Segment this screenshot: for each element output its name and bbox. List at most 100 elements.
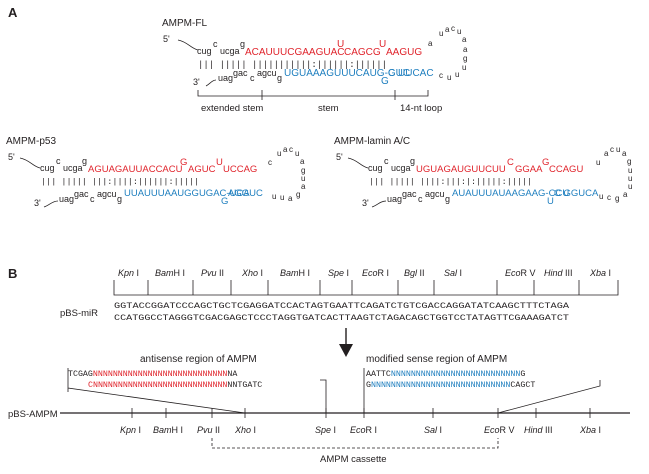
loop-base: a	[463, 45, 468, 54]
loop-base: a	[445, 25, 450, 34]
ampm-lamin-bot-g: g	[445, 194, 450, 204]
loop-base: g	[615, 194, 619, 203]
loop-base: c	[610, 145, 614, 154]
ampm-fl-top-c: c	[213, 39, 218, 49]
ampm-fl-stem-label: stem	[318, 103, 339, 114]
site-label: Xho I	[241, 268, 263, 278]
site-label: Pvu II	[201, 268, 224, 278]
ampm-lamin-red-1: UGUAGAUGUUCUU	[416, 164, 506, 175]
ampm-lamin-bot-agcu: agcu	[425, 189, 445, 199]
pbs-ampm-site-ticks	[131, 408, 591, 418]
ampm-p53-bot-uag: uag	[59, 194, 74, 204]
ampm-fl-bot-g: g	[277, 73, 282, 83]
loop-base: u	[596, 158, 600, 167]
ampm-p53-3prime: 3'	[34, 198, 41, 208]
ampm-fl-red-1: ACAUUUCGAAGUAC	[245, 47, 344, 58]
down-arrow-icon	[339, 328, 353, 357]
loop-base: u	[277, 149, 281, 158]
ampm-p53-5prime: 5'	[8, 152, 15, 162]
ampm-p53-red-5: UCCAG	[223, 164, 257, 175]
ampm-fl-red-2: U	[337, 39, 344, 50]
site-label: EcoR V	[505, 268, 536, 278]
ampm-p53-red-2: G	[180, 157, 187, 168]
site-label: BamH I	[155, 268, 185, 278]
pbs-mir-seq-top: GGTACCGGATCCCAGCTGCTCGAGGATCCACTAGTGAATT…	[114, 302, 569, 311]
loop-base: u	[439, 29, 443, 38]
ampm-p53-red-3: AGUC	[188, 164, 216, 175]
ampm-p53-bot-g: g	[117, 194, 122, 204]
pbs-ampm-site-labels: Kpn I BamH I Pvu II Xho I Spe I EcoR I S…	[120, 425, 601, 435]
pbs-mir-site-brackets	[113, 280, 619, 296]
ampm-lamin-bot-gac: gac	[402, 189, 417, 199]
loop-base: a	[604, 149, 609, 158]
ampm-p53-top-c: c	[56, 156, 61, 166]
ampm-fl-blue-2: G	[381, 76, 389, 87]
loop-base: g	[463, 54, 467, 63]
ampm-fl-3prime: 3'	[193, 77, 200, 87]
pbs-mir-polylinker: Kpn I BamH I Pvu II Xho I BamH I Spe I E…	[60, 268, 619, 323]
ampm-cassette-bracket	[211, 438, 499, 449]
antisense-left-connector	[67, 368, 246, 414]
loop-base: a	[301, 182, 306, 191]
site-label: Pvu II	[197, 425, 220, 435]
site-label: BamH I	[153, 425, 183, 435]
ampm-fl-bot-agcu: agcu	[257, 68, 277, 78]
ampm-p53-blue-3: AGGUC	[228, 188, 263, 199]
ampm-fl-red-4: U	[379, 39, 386, 50]
ampm-p53-loop: c u a c u a g u a g a u u	[268, 145, 306, 203]
site-label: Xba I	[589, 268, 611, 278]
loop-base: c	[439, 71, 443, 80]
ampm-p53-blue-2: G	[221, 196, 228, 207]
loop-base: a	[283, 145, 288, 154]
ampm-p53-hairpin: AMPM-p53 5' cug c ucga g AGUAGAUUACCACU …	[6, 136, 306, 208]
ampm-lamin-blue-3: C GGUCA	[554, 188, 599, 199]
ampm-lamin-basepairs: ||| ||||| ||||:|||:|:|||||:|||||	[369, 177, 532, 187]
pbs-ampm-map: pBS-AMPM Kpn I BamH I Pvu II Xho I Spe I…	[8, 408, 630, 465]
loop-base: u	[628, 182, 632, 191]
ampm-p53-red-4: U	[216, 157, 223, 168]
pbs-mir-site-labels: Kpn I BamH I Pvu II Xho I BamH I Spe I E…	[118, 268, 611, 278]
loop-base: a	[462, 35, 467, 44]
site-label: EcoR V	[484, 425, 515, 435]
sense-line2: GNNNNNNNNNNNNNNNNNNNNNNNNNNNNCAGCT	[366, 381, 535, 390]
ampm-p53-blue-1: UUAUUUAAUGGUGAC-UCA	[124, 188, 250, 199]
antisense-line2: CNNNNNNNNNNNNNNNNNNNNNNNNNNNNNTGATC	[88, 381, 262, 390]
panel-label-b: B	[8, 266, 17, 281]
ampm-fl-5prime: 5'	[163, 34, 170, 44]
pbs-mir-seq-bottom: CCATGGCCTAGGGTCGACGAGCTCCCTAGGTGATCACTTA…	[114, 314, 569, 323]
ampm-lamin-red-3: GGAA	[515, 164, 543, 175]
ampm-fl-top-ucga: ucga	[220, 46, 240, 56]
ampm-fl-basepairs: ||| ||||| |||||||||||:||||||:||||||	[198, 60, 387, 70]
loop-base: u	[616, 145, 620, 154]
loop-base: a	[428, 39, 433, 48]
ampm-cassette-label: AMPM cassette	[320, 454, 387, 465]
ampm-p53-top-cug: cug	[40, 163, 55, 173]
ampm-fl-loop-label: 14-nt loop	[400, 103, 442, 114]
sense-right-connector	[497, 380, 601, 414]
ampm-fl-5prime-tail	[177, 39, 199, 51]
site-label: Kpn I	[120, 425, 141, 435]
site-label: Kpn I	[118, 268, 139, 278]
ampm-fl-bot-uag: uag	[218, 73, 233, 83]
ampm-lamin-top-g: g	[410, 156, 415, 166]
sense-title: modified sense region of AMPM	[366, 354, 507, 365]
site-label: BamH I	[280, 268, 310, 278]
site-label: EcoR I	[362, 268, 389, 278]
loop-base: c	[268, 158, 272, 167]
site-label: Spe I	[315, 425, 336, 435]
loop-base: u	[628, 174, 632, 183]
ampm-lamin-loop: u a c u a g u u u a g c u	[596, 145, 632, 203]
site-label: Hind III	[544, 268, 573, 278]
ampm-lamin-red-2: C	[507, 157, 514, 168]
ampm-p53-bot-c: c	[90, 194, 95, 204]
ampm-p53-3prime-tail	[43, 200, 59, 208]
ampm-fl-bot-gac: gac	[233, 68, 248, 78]
sense-region: modified sense region of AMPM AATTCNNNNN…	[366, 354, 535, 390]
ampm-lamin-5prime: 5'	[336, 152, 343, 162]
loop-base: c	[289, 145, 293, 154]
sense-line1: AATTCNNNNNNNNNNNNNNNNNNNNNNNNNNG	[366, 370, 525, 379]
site-label: Bgl II	[404, 268, 425, 278]
pbs-ampm-label: pBS-AMPM	[8, 409, 58, 420]
ampm-fl-blue-3: C UUCAC	[388, 68, 434, 79]
